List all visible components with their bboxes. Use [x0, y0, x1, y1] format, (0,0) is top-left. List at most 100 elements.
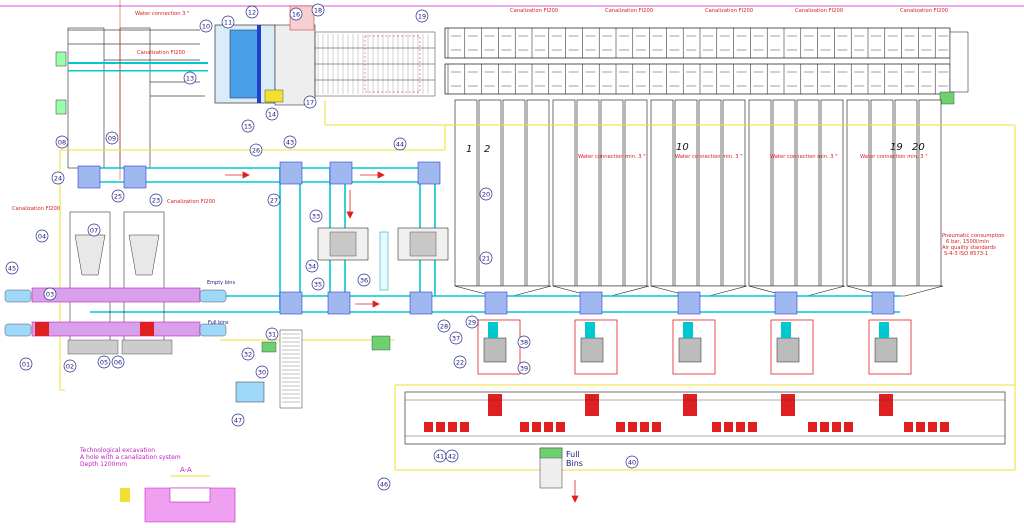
ref-bubble-label: 45 — [8, 265, 16, 273]
ref-bubble-label: 05 — [100, 359, 108, 367]
full-bin — [640, 422, 649, 432]
central-machines — [317, 227, 449, 291]
ref-bubble-label: 24 — [54, 175, 62, 183]
excavation-line-3: Depth 1200mm — [80, 461, 127, 468]
full-bin — [916, 422, 925, 432]
ref-bubble-45: 45 — [5, 261, 19, 275]
ref-bubble-circle — [19, 357, 33, 371]
ref-bubble-label: 43 — [286, 139, 294, 147]
ref-bubble-circle — [283, 135, 297, 149]
ref-bubble-38: 38 — [517, 335, 531, 349]
lane-number-1: 1 — [466, 144, 472, 155]
transfer-unit — [77, 165, 101, 189]
filling-stations — [477, 319, 912, 416]
ref-bubble-circle — [393, 137, 407, 151]
full-bins-row — [424, 422, 949, 432]
lane-ticks — [447, 28, 949, 94]
filler-frame — [868, 319, 912, 375]
lane-end-box — [939, 91, 955, 105]
pneumatic-note: Pneumatic consumption 6 bar, 1500l/min A… — [942, 233, 1005, 257]
full-bins-small-label: Full bins — [208, 320, 229, 326]
ref-bubble-circle — [231, 413, 245, 427]
chute-hopper — [846, 285, 944, 297]
full-bin — [520, 422, 529, 432]
filler-body — [874, 337, 898, 363]
chute — [846, 99, 870, 287]
transfer-unit — [677, 291, 701, 315]
ref-bubble-circle — [43, 287, 57, 301]
full-bin — [724, 422, 733, 432]
transfer-units — [77, 161, 895, 315]
water-mid-note: Water connection min. 3 " — [860, 154, 928, 160]
ref-bubble-circle — [265, 107, 279, 121]
lane-number-20: 20 — [912, 142, 925, 153]
full-bin — [904, 422, 913, 432]
transfer-unit — [123, 165, 147, 189]
left-cyan-connector — [68, 62, 208, 64]
ref-bubble-circle — [311, 277, 325, 291]
ref-bubble-label: 28 — [440, 323, 448, 331]
filler-bin — [488, 394, 502, 416]
lane-end-cap — [949, 31, 969, 93]
ref-bubble-label: 47 — [234, 417, 242, 425]
chute — [772, 99, 796, 287]
svg-text:Air quality standards: Air quality standards — [942, 245, 996, 251]
canalization-left-note: Canalization FI200 — [12, 206, 60, 212]
ref-bubble-circle — [517, 361, 531, 375]
ref-bubble-label: 32 — [244, 351, 252, 359]
incline-conveyor — [235, 329, 391, 409]
full-bin — [748, 422, 757, 432]
ref-bubble-circle — [449, 331, 463, 345]
ref-bubble-label: 01 — [22, 361, 30, 369]
ref-bubble-09: 09 — [105, 131, 119, 145]
canalization-top-note: Canalization FI200 — [900, 8, 948, 14]
filler-bin — [683, 394, 697, 416]
ref-bubble-circle — [149, 193, 163, 207]
left-duct-group — [67, 27, 205, 169]
ref-bubble-label: 31 — [268, 331, 276, 339]
ref-bubble-circle — [453, 355, 467, 369]
canalization-mid-note: Canalization FI200 — [137, 50, 185, 56]
ref-bubble-label: 08 — [58, 139, 66, 147]
ref-bubble-circle — [517, 335, 531, 349]
ref-bubble-41: 41 — [433, 449, 447, 463]
chute — [576, 99, 600, 287]
ref-bubble-44: 44 — [393, 137, 407, 151]
ref-bubble-label: 09 — [108, 135, 116, 143]
ref-bubble-circle — [357, 273, 371, 287]
transfer-unit — [279, 291, 303, 315]
ref-bubble-35: 35 — [311, 277, 325, 291]
ref-bubble-08: 08 — [55, 135, 69, 149]
chute — [918, 99, 942, 287]
ref-bubble-05: 05 — [97, 355, 111, 369]
ref-bubble-label: 38 — [520, 339, 528, 347]
left-pump-2 — [55, 99, 67, 115]
canalization-top-note: Canalization FI200 — [510, 8, 558, 14]
filler-frame — [770, 319, 814, 375]
ref-bubble-circle — [625, 455, 639, 469]
ref-bubble-33: 33 — [309, 209, 323, 223]
full-bin-conveyor — [404, 391, 1006, 445]
ref-bubble-28: 28 — [437, 319, 451, 333]
ref-bubble-13: 13 — [183, 71, 197, 85]
filler-body — [580, 337, 604, 363]
lane-number-2: 2 — [484, 144, 490, 155]
chute — [674, 99, 698, 287]
ref-bubble-label: 04 — [38, 233, 46, 241]
svg-text:Pneumatic consumption: Pneumatic consumption — [942, 233, 1005, 239]
ref-bubble-circle — [289, 7, 303, 21]
ref-bubble-06: 06 — [111, 355, 125, 369]
chute — [796, 99, 820, 287]
ref-bubble-label: 29 — [468, 319, 476, 327]
canalization-23-note: Canalization FI200 — [167, 199, 215, 205]
ref-bubble-circle — [241, 119, 255, 133]
lane-frame — [444, 27, 951, 95]
ref-bubble-circle — [255, 365, 269, 379]
ref-bubble-22: 22 — [453, 355, 467, 369]
full-bin — [940, 422, 949, 432]
filler-feed — [781, 322, 791, 338]
water-mid-notes: Water connection min. 3 "Water connectio… — [578, 154, 928, 160]
ref-bubble-label: 17 — [306, 99, 314, 107]
